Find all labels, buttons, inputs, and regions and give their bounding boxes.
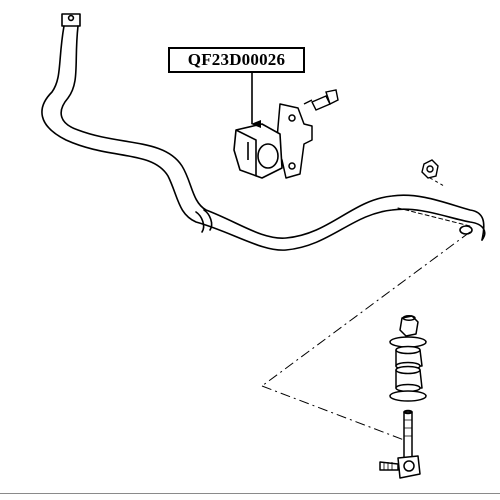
bar-outer-edge (41, 25, 486, 251)
bar-end-eye (459, 225, 473, 235)
link-side-bolt (379, 461, 399, 471)
bottom-divider (0, 493, 500, 494)
part-number-label: QF23D00026 (168, 47, 305, 73)
link-knuckle (397, 455, 421, 479)
link-upper-washer (389, 336, 427, 348)
stabilizer-link (379, 315, 427, 479)
rubber-bushing (233, 123, 283, 179)
stabilizer-bar (41, 13, 486, 251)
bar-inner-edge (60, 25, 485, 241)
bracket-bolt (303, 89, 339, 111)
bar-nut (421, 159, 445, 187)
link-lower-washer (389, 390, 427, 402)
guide-lines (261, 231, 471, 441)
